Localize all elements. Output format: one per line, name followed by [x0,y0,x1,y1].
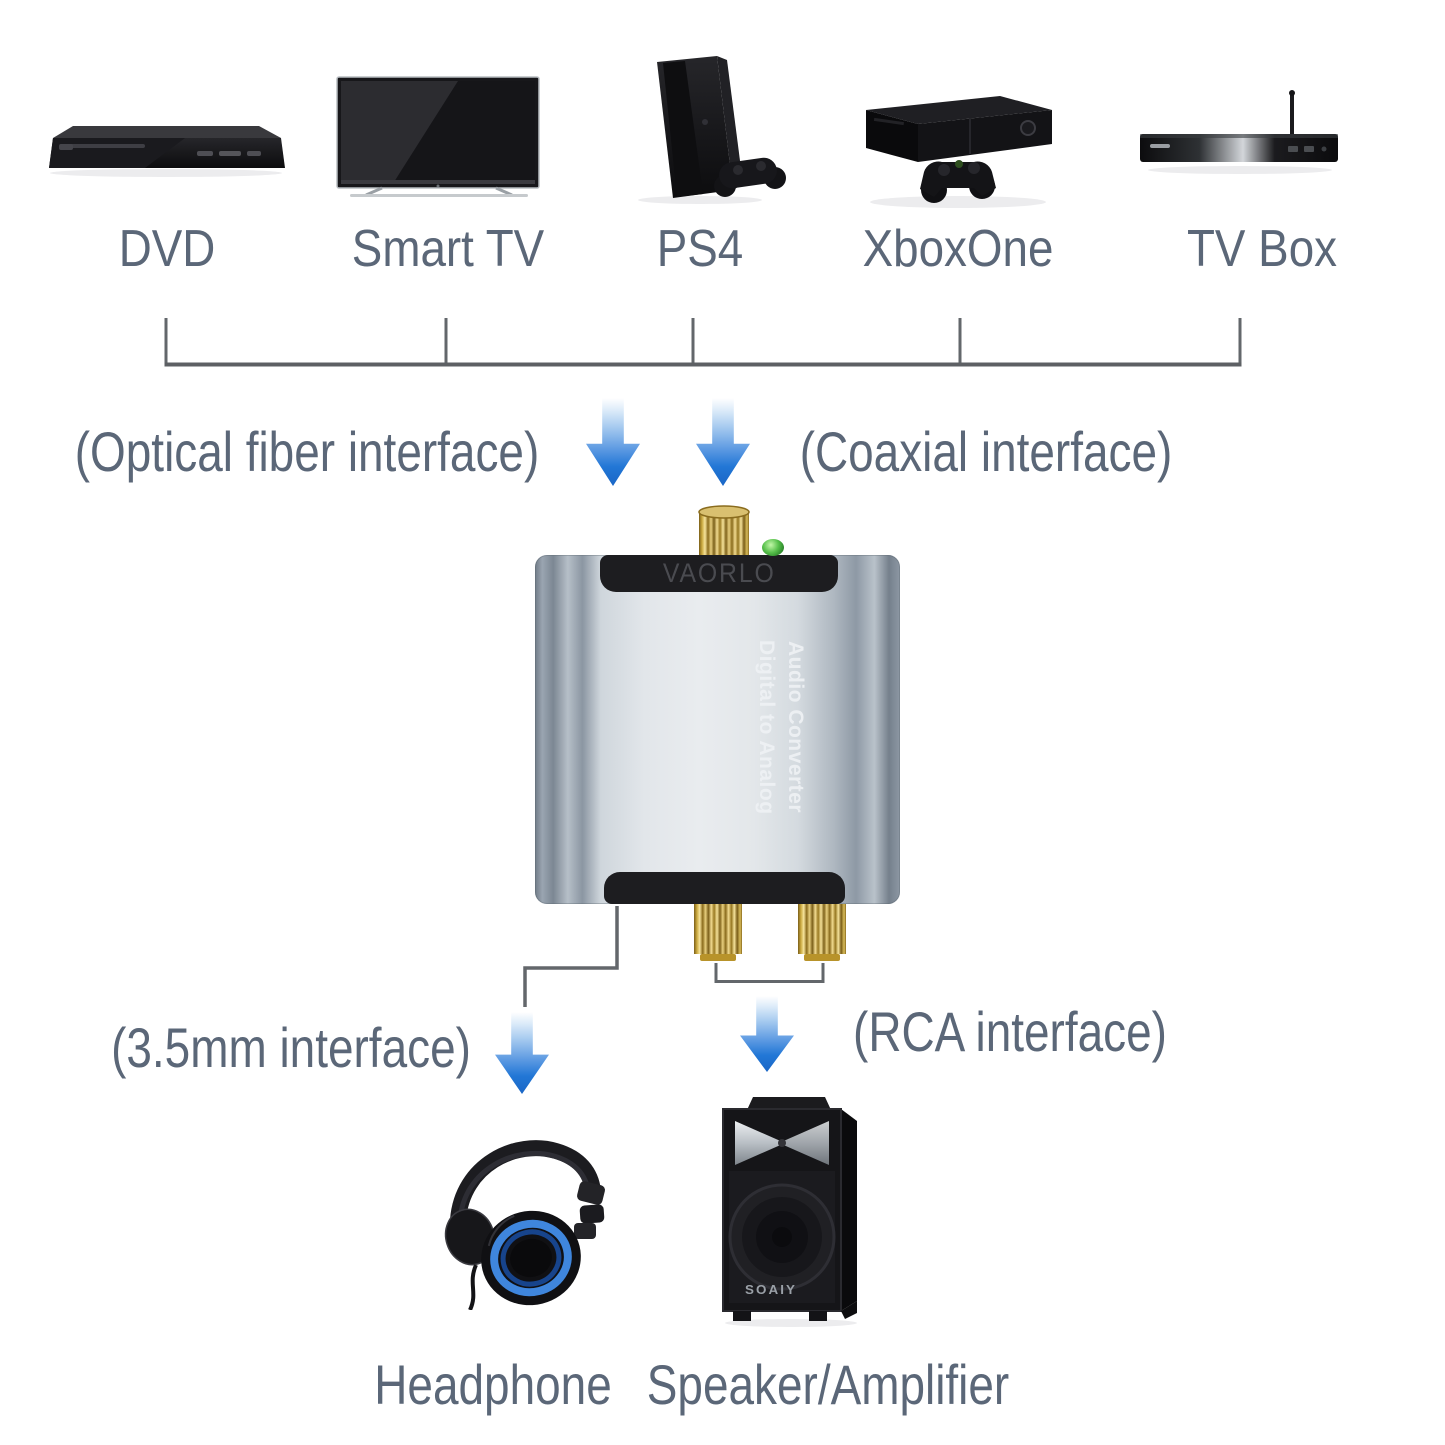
converter-body [535,555,900,904]
converter-brand: VAORLO [662,558,776,588]
rca-bracket-line [714,963,825,983]
converter-panel-text: Digital to Analog Audio Converter [752,620,814,834]
headphone-label: Headphone [374,1353,612,1416]
speaker-label: Speaker/Amplifier [646,1353,1010,1416]
converter-bottom-band [604,872,845,904]
coaxial-interface-label: (Coaxial interface) [799,420,1173,483]
optical-interface-label: (Optical fiber interface) [74,420,540,483]
rca-connector-right-image [794,904,850,962]
ps4-console-image [625,56,790,206]
label-smart-tv: Smart TV [351,220,545,278]
ps4-controller [714,157,786,197]
jack35-elbow-line [523,906,619,1007]
panel-text-line2: Audio Converter [784,640,807,813]
xbox-controller [920,160,996,203]
panel-text-line1: Digital to Analog [755,639,778,815]
headphone-earcup [481,1210,581,1306]
label-tv-box: TV Box [1186,220,1338,278]
headphone-image [428,1125,608,1310]
speaker-logo: SOAIY [745,1282,797,1297]
label-xbox-one: XboxOne [862,220,1054,278]
coaxial-connector-image [694,504,754,558]
smart-tv-image [336,76,541,198]
power-led-icon [762,539,784,556]
label-ps4: PS4 [656,220,744,278]
rca-connector-left-image [690,904,746,962]
xbox-one-image [852,86,1067,214]
dvd-player-image [45,118,287,178]
speaker-image: SOAIY [713,1095,868,1330]
sources-bracket-ticks [164,318,1242,364]
tv-box-image [1138,88,1343,176]
converter-top-band: VAORLO [600,555,838,592]
label-dvd: DVD [118,220,216,278]
rca-interface-label: (RCA interface) [853,1000,1167,1063]
jack35-interface-label: (3.5mm interface) [111,1016,471,1079]
